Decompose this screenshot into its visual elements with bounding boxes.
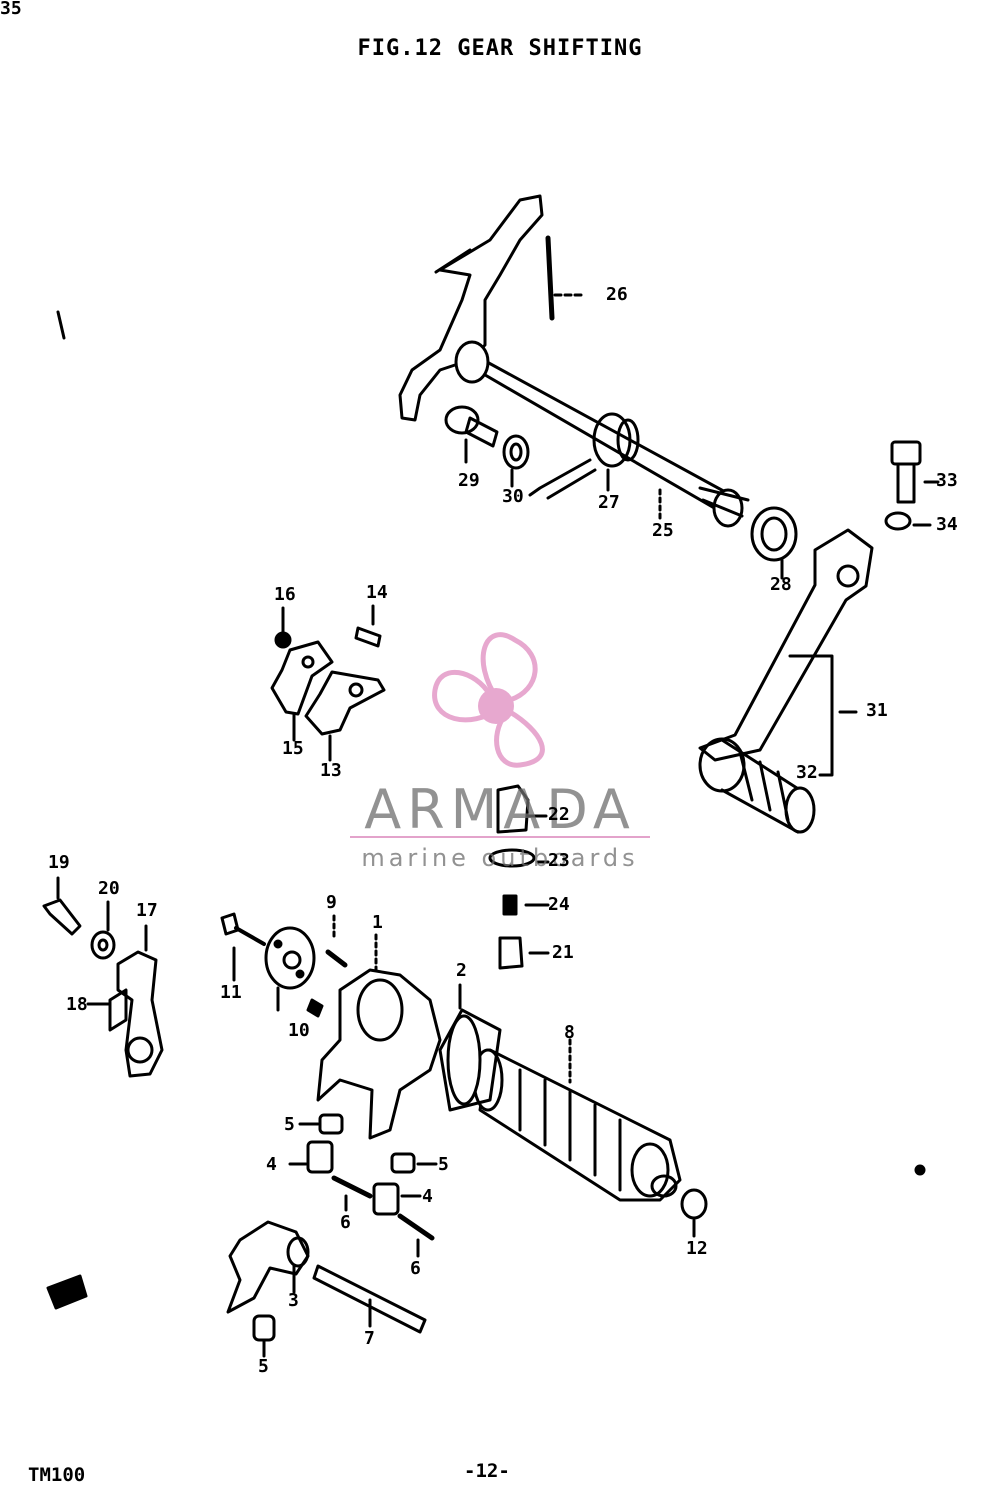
callout-13: 13 bbox=[320, 760, 342, 781]
callout-33: 33 bbox=[936, 470, 958, 491]
washer-35 bbox=[884, 511, 932, 531]
callout-1: 1 bbox=[372, 912, 383, 933]
callout-4: 4 bbox=[266, 1154, 277, 1175]
figure-title: FIG.12 GEAR SHIFTING bbox=[357, 36, 643, 61]
callout-27: 27 bbox=[598, 492, 620, 513]
watermark-name: ARMADA bbox=[364, 778, 636, 841]
callout-34: 34 bbox=[936, 514, 958, 535]
callout-6: 6 bbox=[410, 1258, 421, 1279]
return-spring bbox=[545, 235, 584, 321]
callout-14: 14 bbox=[366, 582, 388, 603]
callout-26: 26 bbox=[606, 284, 628, 305]
callout-15: 15 bbox=[282, 738, 304, 759]
scan-mark bbox=[46, 1274, 88, 1310]
callout-19: 19 bbox=[48, 852, 70, 873]
page-number: -12- bbox=[464, 1460, 510, 1482]
callout-7: 7 bbox=[364, 1328, 375, 1349]
gear-shift-shaft bbox=[398, 194, 750, 528]
cam-plate-parts bbox=[220, 912, 348, 1018]
callout-18: 18 bbox=[66, 994, 88, 1015]
callout-5: 5 bbox=[258, 1356, 269, 1377]
scan-mark bbox=[56, 310, 66, 340]
callout-6: 6 bbox=[340, 1212, 351, 1233]
callout-5: 5 bbox=[438, 1154, 449, 1175]
gear-shift-stopper bbox=[42, 876, 164, 1078]
shaft-spring bbox=[528, 412, 640, 500]
gear-shift-cam-guide bbox=[270, 604, 386, 762]
scan-dot bbox=[914, 1164, 926, 1176]
gear-shift-fork-3 bbox=[226, 1220, 310, 1314]
washer-31 bbox=[502, 434, 530, 488]
callout-20: 20 bbox=[98, 878, 120, 899]
neutral-switch-parts bbox=[488, 784, 550, 970]
gear-shift-fork-1 bbox=[316, 933, 502, 1140]
callout-8: 8 bbox=[564, 1022, 575, 1043]
cam-pins-rollers bbox=[252, 1113, 438, 1358]
callout-4: 4 bbox=[422, 1186, 433, 1207]
callout-31: 31 bbox=[866, 700, 888, 721]
callout-30: 30 bbox=[502, 486, 524, 507]
callout-10: 10 bbox=[288, 1020, 310, 1041]
watermark-rule bbox=[350, 836, 650, 838]
oil-seal-29 bbox=[750, 506, 798, 580]
callout-25: 25 bbox=[652, 520, 674, 541]
callout-22: 22 bbox=[548, 804, 570, 825]
callout-9: 9 bbox=[326, 892, 337, 913]
propeller-hub bbox=[478, 688, 514, 724]
bolt-34 bbox=[890, 440, 940, 504]
callout-28: 28 bbox=[770, 574, 792, 595]
callout-17: 17 bbox=[136, 900, 158, 921]
callout-5: 5 bbox=[284, 1114, 295, 1135]
callout-23: 23 bbox=[548, 850, 570, 871]
model-code: TM100 bbox=[28, 1464, 86, 1486]
callout-21: 21 bbox=[552, 942, 574, 963]
watermark-tagline: marine outboards bbox=[361, 844, 639, 872]
callout-29: 29 bbox=[458, 470, 480, 491]
callout-35: 35 bbox=[0, 0, 22, 19]
callout-32: 32 bbox=[796, 762, 818, 783]
callout-16: 16 bbox=[274, 584, 296, 605]
propeller-icon bbox=[432, 632, 545, 768]
fork-shaft-7 bbox=[312, 1264, 427, 1334]
plug-13 bbox=[680, 1188, 708, 1238]
bolt-30 bbox=[444, 405, 499, 464]
callout-3: 3 bbox=[288, 1290, 299, 1311]
callout-2: 2 bbox=[456, 960, 467, 981]
callout-24: 24 bbox=[548, 894, 570, 915]
callout-11: 11 bbox=[220, 982, 242, 1003]
callout-12: 12 bbox=[686, 1238, 708, 1259]
gear-shift-lever bbox=[698, 528, 874, 834]
